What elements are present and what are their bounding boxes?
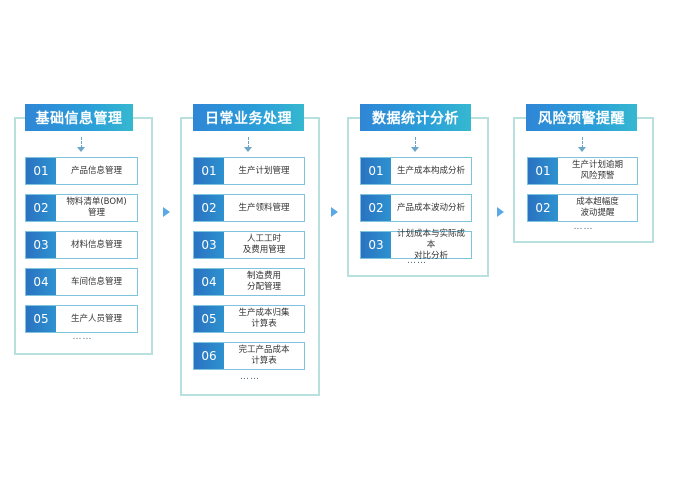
more-indicator: …… xyxy=(407,256,427,266)
down-arrow-icon xyxy=(244,137,254,155)
item-label: 物料清单(BOM) 管理 xyxy=(66,197,127,218)
module-item: 02 生产领料管理 xyxy=(193,194,305,222)
module-item: 04 制造费用 分配管理 xyxy=(193,268,305,296)
item-number: 03 xyxy=(361,232,391,258)
item-number: 06 xyxy=(194,343,224,369)
module-item: 02 产品成本波动分析 xyxy=(360,194,472,222)
item-number: 02 xyxy=(194,195,224,221)
more-indicator: …… xyxy=(72,332,93,342)
module-item: 01 产品信息管理 xyxy=(25,157,138,185)
item-label: 计划成本与实际成本 对比分析 xyxy=(396,228,465,261)
item-label: 生产计划逾期 风险预警 xyxy=(571,160,623,181)
down-arrow-icon xyxy=(577,137,588,155)
item-label: 生产成本构成分析 xyxy=(396,165,465,176)
item-number: 04 xyxy=(26,269,56,295)
column-header: 日常业务处理 xyxy=(193,104,304,131)
item-number: 04 xyxy=(194,269,224,295)
module-item: 04 车间信息管理 xyxy=(25,268,138,296)
item-number: 03 xyxy=(26,232,56,258)
item-label: 制造费用 分配管理 xyxy=(246,271,281,292)
more-indicator: …… xyxy=(573,222,594,232)
down-arrow-icon xyxy=(411,137,421,155)
item-number: 01 xyxy=(528,158,558,184)
item-label: 车间信息管理 xyxy=(70,276,122,287)
arrow-right-icon xyxy=(163,207,170,217)
item-label: 生产计划管理 xyxy=(238,165,290,176)
item-number: 01 xyxy=(26,158,56,184)
item-number: 02 xyxy=(361,195,391,221)
module-item: 02 物料清单(BOM) 管理 xyxy=(25,194,138,222)
item-label: 生产人员管理 xyxy=(70,313,122,324)
column-header: 风险预警提醒 xyxy=(526,104,637,131)
item-label: 产品成本波动分析 xyxy=(396,202,465,213)
arrow-right-icon xyxy=(497,207,504,217)
item-number: 05 xyxy=(194,306,224,332)
more-indicator: …… xyxy=(240,372,260,382)
module-item: 01 生产成本构成分析 xyxy=(360,157,472,185)
module-item: 03 人工工时 及费用管理 xyxy=(193,231,305,259)
item-number: 01 xyxy=(361,158,391,184)
column-header: 基础信息管理 xyxy=(25,104,133,131)
item-number: 02 xyxy=(528,195,558,221)
module-item: 01 生产计划逾期 风险预警 xyxy=(527,157,638,185)
item-label: 产品信息管理 xyxy=(70,165,122,176)
item-number: 05 xyxy=(26,306,56,332)
item-label: 成本超幅度 波动提醒 xyxy=(576,197,619,218)
module-item: 05 生产成本归集 计算表 xyxy=(193,305,305,333)
item-number: 03 xyxy=(194,232,224,258)
module-item: 06 完工产品成本 计算表 xyxy=(193,342,305,370)
item-number: 02 xyxy=(26,195,56,221)
module-item: 05 生产人员管理 xyxy=(25,305,138,333)
down-arrow-icon xyxy=(76,137,87,155)
item-label: 材料信息管理 xyxy=(70,239,122,250)
arrow-right-icon xyxy=(331,207,338,217)
item-label: 生产领料管理 xyxy=(238,202,290,213)
item-label: 生产成本归集 计算表 xyxy=(238,308,290,329)
module-item: 01 生产计划管理 xyxy=(193,157,305,185)
module-item: 02 成本超幅度 波动提醒 xyxy=(527,194,638,222)
item-number: 01 xyxy=(194,158,224,184)
item-label: 完工产品成本 计算表 xyxy=(238,345,290,366)
item-label: 人工工时 及费用管理 xyxy=(242,234,286,255)
column-header: 数据统计分析 xyxy=(360,104,471,131)
module-item: 03 材料信息管理 xyxy=(25,231,138,259)
